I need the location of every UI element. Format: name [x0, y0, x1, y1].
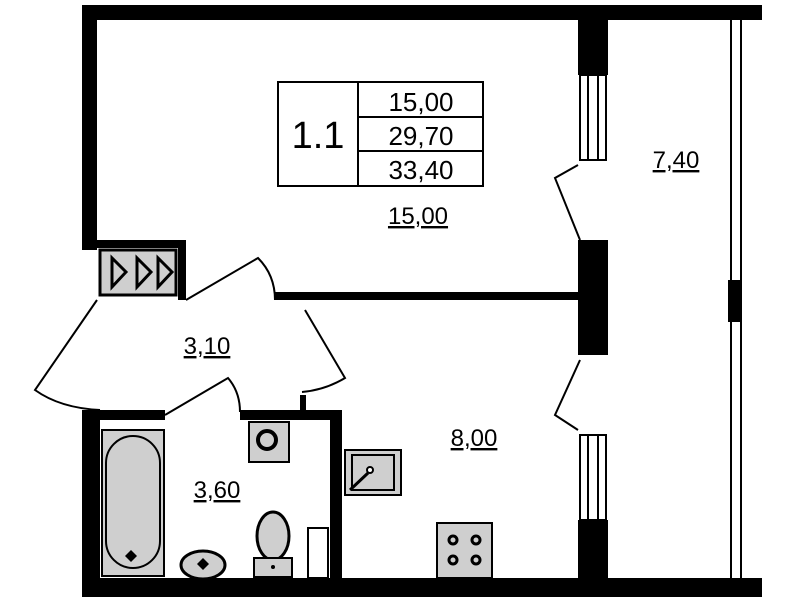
bathroom-top-wall-left [97, 410, 165, 420]
closet [98, 248, 178, 297]
left-wall-upper [82, 5, 97, 250]
kitchen-door [301, 309, 347, 393]
partition-wall-bottom [578, 520, 608, 580]
windows [579, 74, 607, 521]
doors [33, 164, 581, 431]
top-wall [82, 5, 762, 20]
total-area-with-balcony-value: 33,40 [388, 155, 453, 185]
partition-wall-mid [578, 240, 608, 355]
bathroom-area: 3,60 [194, 477, 241, 504]
hallway-area: 3,10 [184, 333, 231, 360]
stove [436, 522, 493, 579]
total-area-value: 29,70 [388, 121, 453, 151]
bottom-wall [82, 578, 762, 597]
living-area-value: 15,00 [388, 87, 453, 117]
balcony-door-bottom [553, 359, 581, 431]
toilet [253, 510, 293, 578]
living-kitchen-wall [275, 292, 580, 300]
living-room-door [185, 256, 276, 301]
washbasin [179, 549, 227, 581]
balcony-door-top [553, 164, 581, 241]
washing-machine [248, 421, 290, 463]
bathroom-top-wall-right [240, 410, 342, 420]
shaft [307, 527, 329, 579]
apartment-number: 1.1 [292, 115, 345, 157]
hanger-icon [110, 254, 175, 291]
apartment-info-table: 1.1 15,00 29,70 33,40 [277, 81, 484, 187]
closet-right-wall [178, 240, 186, 300]
left-wall-lower [82, 410, 100, 597]
door-jamb [300, 395, 306, 413]
walls [82, 5, 762, 597]
balcony-railing [730, 20, 742, 580]
balcony-area: 7,40 [653, 147, 700, 174]
bathroom-door [164, 376, 241, 416]
entrance-door [33, 299, 101, 411]
living-room-area: 15,00 [388, 203, 448, 230]
bathroom-right-wall [330, 410, 342, 580]
kitchen-area: 8,00 [451, 425, 498, 452]
kitchen-sink [344, 449, 402, 496]
partition-wall-top [578, 20, 608, 75]
closet-top-wall [97, 240, 182, 248]
room-labels: 15,00 7,40 3,10 8,00 3,60 [184, 147, 700, 504]
bathtub [101, 429, 165, 577]
